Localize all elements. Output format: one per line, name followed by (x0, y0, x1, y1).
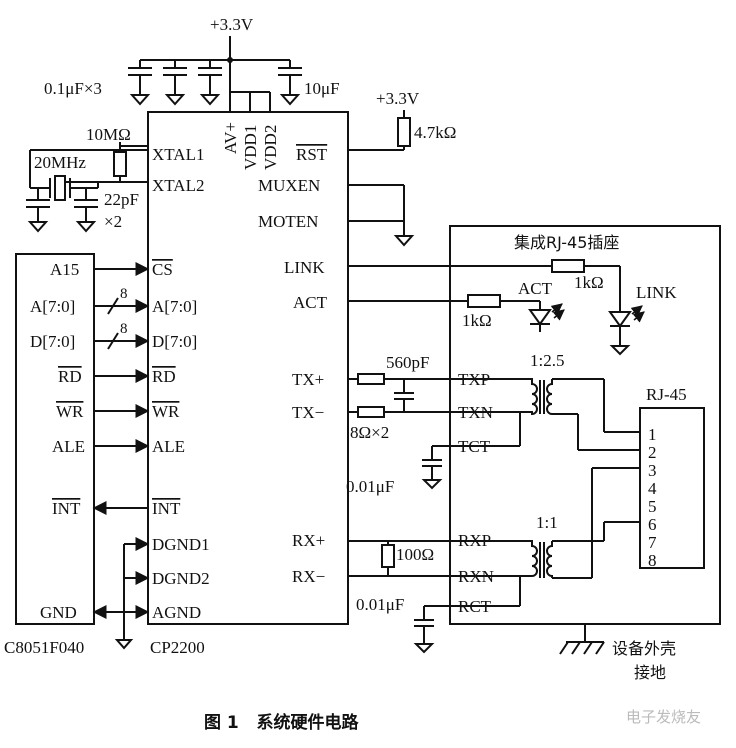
rx-resistor-label: 100Ω (396, 545, 434, 564)
conn-pin-2: 2 (648, 443, 657, 462)
crystal-freq-label: 20MHz (34, 153, 86, 172)
chassis-label-1: 设备外壳 (612, 639, 676, 658)
jack-pin-txn: TXN (458, 403, 493, 422)
rx-ratio-label: 1:1 (536, 513, 558, 532)
conn-pin-5: 5 (648, 497, 657, 516)
chassis-ground: 设备外壳 接地 (559, 624, 676, 682)
conn-pin-6: 6 (648, 515, 657, 534)
mcu-pin-a15: A15 (50, 260, 79, 279)
mcu-pin-gnd: GND (40, 603, 77, 622)
mcu-name: C8051F040 (4, 638, 84, 657)
pin-agnd: AGND (152, 603, 201, 622)
rst-resistor-label: 4.7kΩ (414, 123, 456, 142)
mcu-pin-wr: WR (56, 402, 84, 421)
crystal-cap-mult: ×2 (104, 212, 122, 231)
figure-caption: 图 1 系统硬件电路 (204, 712, 360, 733)
jack-title: 集成RJ-45插座 (514, 233, 619, 252)
power-pin-vdd2: VDD2 (261, 125, 280, 170)
pin-dgnd1: DGND1 (152, 535, 210, 554)
connector-label: RJ-45 (646, 385, 687, 404)
cp2200-name: CP2200 (150, 638, 205, 657)
bus-signals: 8 8 (92, 262, 150, 650)
pin-int: INT (152, 499, 181, 518)
pin-rxp: RX+ (292, 531, 325, 550)
pin-xtal2: XTAL2 (152, 176, 204, 195)
top-power-rail: +3.3V 0.1μF×3 10μF (44, 15, 340, 112)
conn-pin-3: 3 (648, 461, 657, 480)
tx-cap-label: 560pF (386, 353, 429, 372)
pin-act: ACT (293, 293, 328, 312)
d-bus-width: 8 (120, 321, 128, 337)
tct-cap-label: 0.01μF (346, 477, 394, 496)
pin-rxn: RX− (292, 567, 325, 586)
act-resistor-label: 1kΩ (462, 311, 492, 330)
pin-link: LINK (284, 258, 325, 277)
mcu-chip: C8051F040 A15 A[7:0] D[7:0] RD WR ALE IN… (4, 253, 95, 657)
pin-rst: RST (296, 145, 328, 164)
top-rail-label: +3.3V (210, 15, 254, 34)
pin-muxen: MUXEN (258, 176, 320, 195)
pin-xtal1: XTAL1 (152, 145, 204, 164)
mcu-pin-ale: ALE (52, 437, 85, 456)
power-pin-avplus: AV+ (221, 122, 240, 154)
conn-pin-7: 7 (648, 533, 657, 552)
rst-rail-label: +3.3V (376, 89, 420, 108)
jack-pin-txp: TXP (458, 370, 490, 389)
jack-pin-rxp: RXP (458, 531, 491, 550)
mcu-pin-int: INT (52, 499, 81, 518)
pin-dgnd2: DGND2 (152, 569, 210, 588)
cp2200-chip: CP2200 AV+ VDD1 VDD2 XTAL1 XTAL2 CS A[7:… (147, 111, 349, 657)
link-led-label: LINK (636, 283, 677, 302)
a-bus-width: 8 (120, 286, 128, 302)
rst-pullup: +3.3V 4.7kΩ (348, 89, 456, 151)
pin-cs: CS (152, 260, 173, 279)
pin-a-bus: A[7:0] (152, 297, 197, 316)
pin-d-bus: D[7:0] (152, 332, 197, 351)
act-led-label: ACT (518, 279, 553, 298)
pin-moten: MOTEN (258, 212, 318, 231)
mcu-pin-rd: RD (58, 367, 82, 386)
jack-pin-rxn: RXN (458, 567, 494, 586)
pin-ale: ALE (152, 437, 185, 456)
muxen-moten-ground (348, 184, 415, 247)
bulk-cap-label: 10μF (304, 79, 340, 98)
conn-pin-1: 1 (648, 425, 657, 444)
xtal-feedback-label: 10MΩ (86, 125, 131, 144)
chassis-label-2: 接地 (634, 663, 666, 682)
decoupling-caps (128, 60, 302, 106)
conn-pin-4: 4 (648, 479, 657, 498)
mcu-pin-d-bus: D[7:0] (30, 332, 75, 351)
conn-pin-8: 8 (648, 551, 657, 570)
rct-cap-label: 0.01μF (356, 595, 404, 614)
pin-rd: RD (152, 367, 176, 386)
mcu-pin-a-bus: A[7:0] (30, 297, 75, 316)
pin-txn: TX− (292, 403, 324, 422)
crystal-cap-label: 22pF (104, 190, 139, 209)
crystal-circuit: 10MΩ 20MHz 22pF ×2 (26, 125, 148, 233)
watermark: 电子发烧友 (626, 708, 701, 726)
power-pin-vdd1: VDD1 (241, 125, 260, 170)
pin-wr: WR (152, 402, 180, 421)
rj45-module: 集成RJ-45插座 1kΩ LINK 1kΩ ACT (346, 225, 721, 654)
tx-ratio-label: 1:2.5 (530, 351, 564, 370)
decoupling-cap-label: 0.1μF×3 (44, 79, 102, 98)
tx-resistor-label: 8Ω×2 (350, 423, 389, 442)
link-resistor-label: 1kΩ (574, 273, 604, 292)
pin-txp: TX+ (292, 370, 324, 389)
